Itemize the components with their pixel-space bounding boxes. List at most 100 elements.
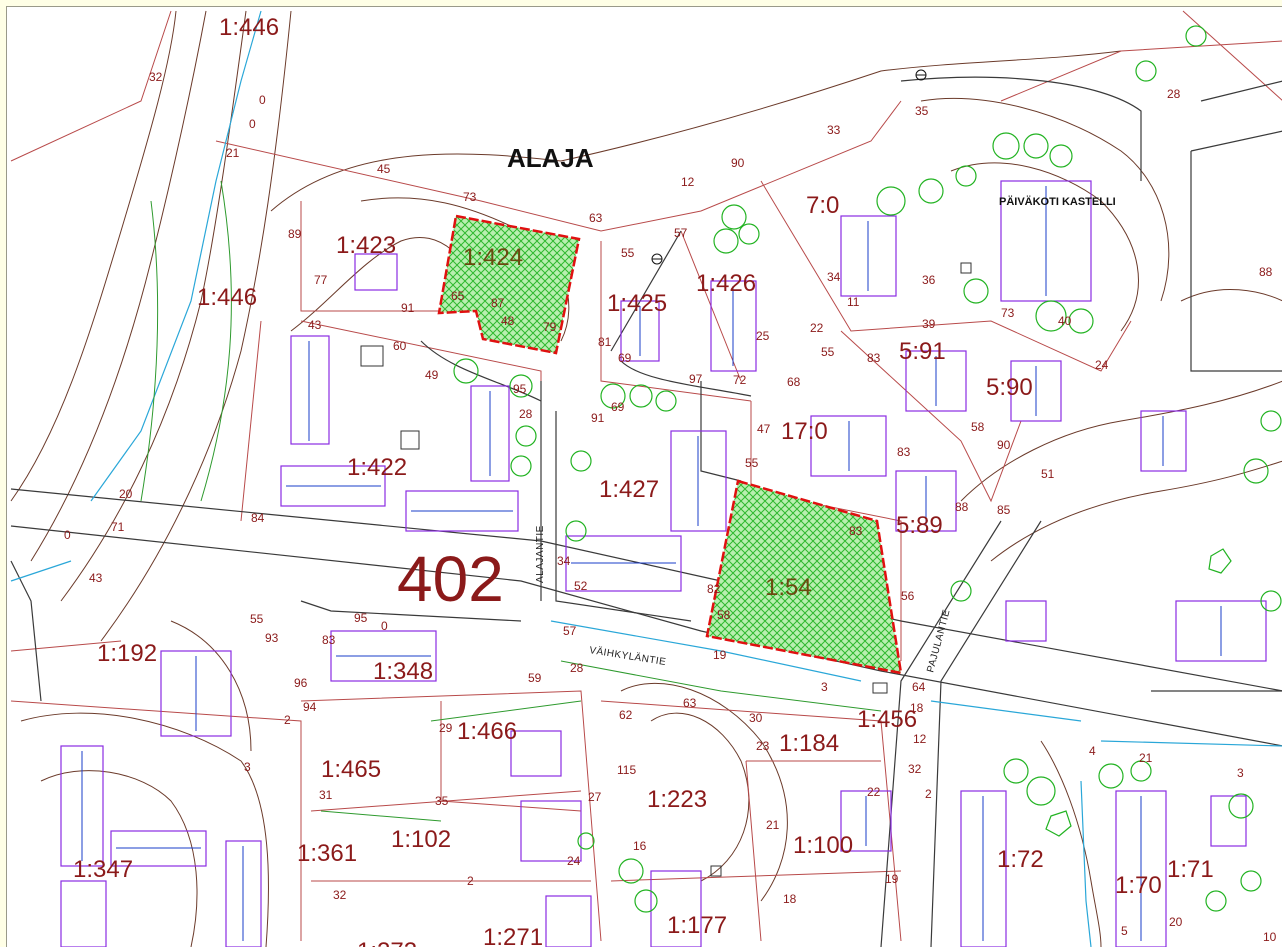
svg-text:24: 24: [1095, 358, 1109, 372]
svg-text:62: 62: [619, 708, 633, 722]
svg-text:69: 69: [611, 400, 625, 414]
trees: [453, 25, 1282, 913]
svg-text:58: 58: [971, 420, 985, 434]
roads: [10, 76, 1282, 947]
svg-text:34: 34: [557, 554, 571, 568]
svg-text:68: 68: [787, 375, 801, 389]
parcel-label: 1:465: [321, 756, 381, 783]
svg-text:35: 35: [915, 104, 929, 118]
svg-text:87: 87: [491, 296, 505, 310]
parcel-label: 1:102: [391, 826, 451, 853]
svg-text:83: 83: [867, 351, 881, 365]
svg-text:4: 4: [1089, 744, 1096, 758]
parcel-label: 1:100: [793, 832, 853, 859]
svg-text:43: 43: [89, 571, 103, 585]
parcel-label: 1:348: [373, 658, 433, 685]
svg-text:79: 79: [543, 320, 557, 334]
svg-text:55: 55: [250, 612, 264, 626]
map-canvas[interactable]: 1:446 1:446 1:423 1:424 1:425 1:426 7:0 …: [7, 7, 1282, 947]
svg-text:90: 90: [997, 438, 1011, 452]
svg-text:11: 11: [847, 295, 860, 309]
svg-text:84: 84: [251, 511, 265, 525]
svg-text:28: 28: [1167, 87, 1181, 101]
daycare-label: PÄIVÄKOTI KASTELLI: [999, 195, 1116, 208]
parcel-label: 1:446: [197, 284, 257, 311]
svg-text:83: 83: [897, 445, 911, 459]
svg-text:59: 59: [528, 671, 542, 685]
svg-text:77: 77: [314, 273, 328, 287]
svg-text:0: 0: [259, 93, 266, 107]
svg-text:33: 33: [827, 123, 841, 137]
svg-text:0: 0: [64, 528, 71, 542]
svg-text:43: 43: [308, 318, 322, 332]
parcel-label: 1:424: [463, 244, 523, 271]
svg-text:32: 32: [149, 70, 163, 84]
svg-text:85: 85: [997, 503, 1011, 517]
svg-text:40: 40: [1058, 314, 1072, 328]
svg-text:0: 0: [249, 117, 256, 131]
svg-text:95: 95: [513, 382, 527, 396]
svg-text:5: 5: [1121, 924, 1128, 938]
svg-text:115: 115: [617, 763, 636, 777]
parcel-labels: 1:446 1:446 1:423 1:424 1:425 1:426 7:0 …: [73, 14, 1214, 947]
svg-text:19: 19: [713, 648, 727, 662]
parcel-highlight-1-54[interactable]: [705, 479, 903, 675]
svg-text:12: 12: [681, 175, 695, 189]
highlighted-parcels[interactable]: [437, 214, 903, 675]
parcel-label: 5:90: [986, 374, 1033, 401]
svg-text:89: 89: [288, 227, 302, 241]
map-frame: 1:446 1:446 1:423 1:424 1:425 1:426 7:0 …: [6, 6, 1282, 947]
svg-text:29: 29: [439, 721, 453, 735]
svg-text:34: 34: [827, 270, 841, 284]
svg-text:81: 81: [598, 335, 612, 349]
map-symbols: [360, 69, 972, 877]
svg-text:45: 45: [377, 162, 391, 176]
svg-text:3: 3: [1237, 766, 1244, 780]
parcel-label: 1:423: [336, 232, 396, 259]
svg-text:63: 63: [589, 211, 603, 225]
svg-text:21: 21: [1139, 751, 1153, 765]
svg-text:21: 21: [766, 818, 780, 832]
parcel-label: 5:91: [899, 338, 946, 365]
green-lines: [140, 180, 882, 822]
svg-text:30: 30: [749, 711, 763, 725]
svg-text:51: 51: [1041, 467, 1055, 481]
parcel-label: 1:54: [765, 574, 812, 601]
svg-text:55: 55: [621, 246, 635, 260]
small-number-labels: 32 0 0 21 45 73 63 90 12 33 35 28 89 77 …: [64, 70, 1277, 944]
svg-text:69: 69: [618, 351, 632, 365]
svg-text:21: 21: [226, 146, 240, 160]
svg-text:27: 27: [588, 790, 602, 804]
svg-text:88: 88: [955, 500, 969, 514]
area-name: ALAJA: [507, 143, 594, 173]
parcel-label: 1:361: [297, 840, 357, 867]
svg-text:39: 39: [922, 317, 936, 331]
svg-text:93: 93: [265, 631, 279, 645]
svg-text:20: 20: [1169, 915, 1183, 929]
svg-text:83: 83: [322, 633, 336, 647]
parcel-label: 1:192: [97, 640, 157, 667]
svg-text:20: 20: [119, 487, 133, 501]
parcel-label: 1:425: [607, 290, 667, 317]
svg-text:64: 64: [912, 680, 926, 694]
svg-text:58: 58: [717, 608, 731, 622]
buildings: [60, 180, 1267, 947]
svg-text:90: 90: [731, 156, 745, 170]
svg-text:31: 31: [319, 788, 333, 802]
street-label-alajantie: ALAJANTIE: [535, 525, 546, 583]
svg-text:2: 2: [284, 713, 291, 727]
svg-text:60: 60: [393, 339, 407, 353]
svg-text:16: 16: [633, 839, 647, 853]
svg-text:24: 24: [567, 854, 581, 868]
svg-text:57: 57: [674, 226, 688, 240]
svg-text:35: 35: [435, 794, 449, 808]
parcel-label: 5:89: [896, 512, 943, 539]
svg-text:52: 52: [574, 579, 588, 593]
svg-text:19: 19: [885, 872, 899, 886]
parcel-highlight-1-424[interactable]: [437, 214, 581, 355]
svg-text:32: 32: [908, 762, 922, 776]
street-label-pajulantie: PAJULANTIE: [925, 608, 952, 673]
parcel-label: 1:456: [857, 706, 917, 733]
contour-lines: [10, 10, 1282, 947]
svg-text:12: 12: [913, 732, 927, 746]
